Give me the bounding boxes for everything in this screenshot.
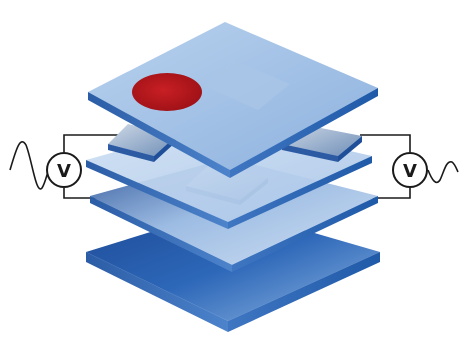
- left-voltmeter-icon: V: [46, 152, 82, 188]
- top-inner-square: [204, 60, 290, 110]
- top-layer: [88, 22, 378, 178]
- right-sine-wave-icon: [427, 161, 459, 184]
- left-sine-wave-icon: [9, 141, 51, 190]
- left-meter-label: V: [57, 161, 71, 182]
- right-circuit-wires: [360, 134, 411, 199]
- right-meter-label: V: [403, 161, 417, 182]
- right-voltmeter-icon: V: [392, 152, 428, 188]
- red-circle-contact: [132, 73, 202, 111]
